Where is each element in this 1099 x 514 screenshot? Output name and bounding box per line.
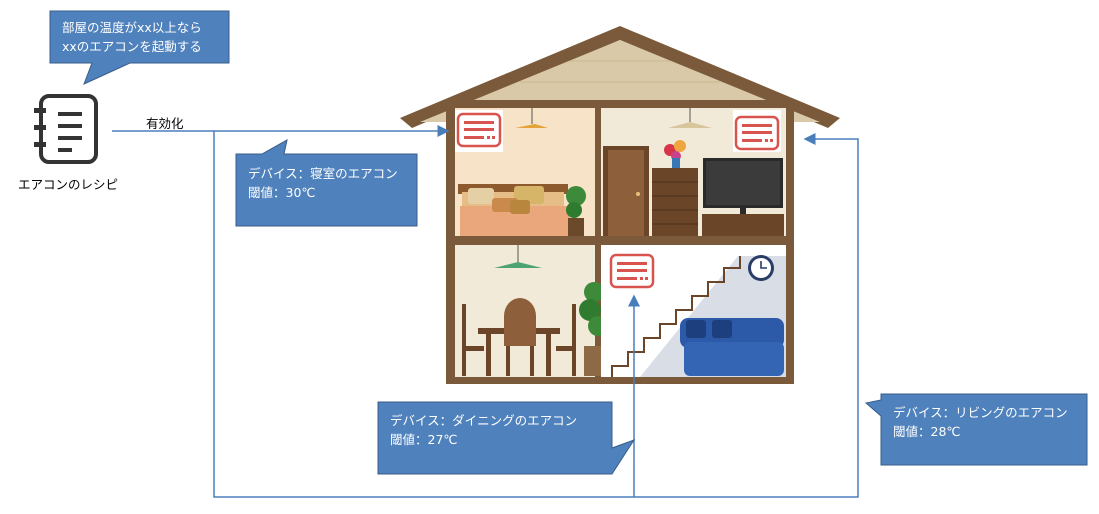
dining-device-line: デバイス：ダイニングのエアコン: [390, 413, 578, 428]
house-illustration: [400, 26, 840, 384]
recipe-condition-callout: 部屋の温度がxx以上なら xxのエアコンを起動する: [52, 11, 212, 63]
bedroom-device-line: デバイス：寝室のエアコン: [248, 166, 398, 181]
condition-line-2: xxのエアコンを起動する: [62, 39, 202, 54]
recipe-notebook-icon[interactable]: [34, 94, 98, 164]
bedroom-threshold-line: 閾値：30℃: [248, 185, 316, 200]
dining-device-callout: デバイス：ダイニングのエアコン 閾値：27℃: [380, 404, 587, 456]
connector-label: 有効化: [146, 116, 184, 131]
dining-callout-shape: [377, 401, 636, 475]
living-device-line: デバイス：リビングのエアコン: [893, 405, 1068, 420]
living-device-callout: デバイス：リビングのエアコン 閾値：28℃: [883, 396, 1078, 448]
dining-threshold-line: 閾値：27℃: [390, 432, 458, 447]
living-callout-shape: [864, 393, 1088, 466]
recipe-name-label: エアコンのレシピ: [18, 177, 119, 192]
connector-lines: [112, 125, 859, 498]
condition-line-1: 部屋の温度がxx以上なら: [62, 20, 202, 35]
dining-aircon-device-icon[interactable]: [607, 250, 657, 294]
living-aircon-device-icon[interactable]: [733, 110, 781, 152]
bedroom-device-callout: デバイス：寝室のエアコン 閾値：30℃: [238, 157, 408, 209]
bedroom-aircon-device-icon[interactable]: [455, 110, 503, 152]
living-threshold-line: 閾値：28℃: [893, 424, 961, 439]
bedroom-callout-shape: [235, 139, 418, 227]
recipe-condition-callout-shape: [49, 10, 230, 85]
